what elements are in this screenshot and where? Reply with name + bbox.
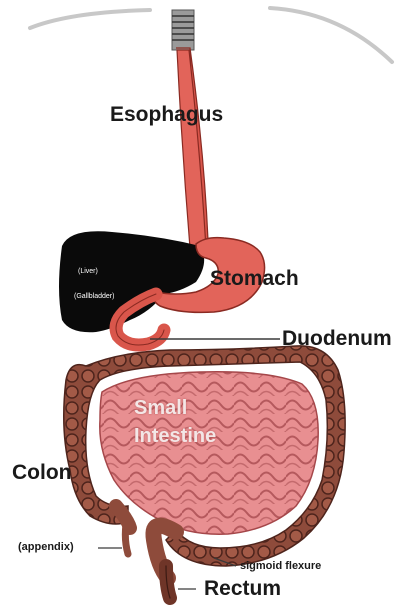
right-shoulder-outline [270, 8, 392, 62]
label-appendix: (appendix) [18, 542, 74, 553]
label-gallbladder: (Gallbladder) [74, 293, 114, 300]
label-esophagus: Esophagus [110, 104, 223, 125]
label-sigmoid-flexure: sigmoid flexure [240, 561, 321, 572]
liver [59, 231, 204, 332]
small-intestine [100, 372, 318, 534]
left-shoulder-outline [30, 10, 150, 28]
label-colon: Colon [12, 462, 71, 483]
label-small-intestine-1: Small [134, 398, 187, 418]
label-small-intestine-2: Intestine [134, 426, 216, 446]
label-duodenum: Duodenum [282, 328, 392, 349]
label-stomach: Stomach [210, 268, 299, 289]
label-rectum: Rectum [204, 578, 281, 599]
label-liver: (Liver) [78, 268, 98, 275]
